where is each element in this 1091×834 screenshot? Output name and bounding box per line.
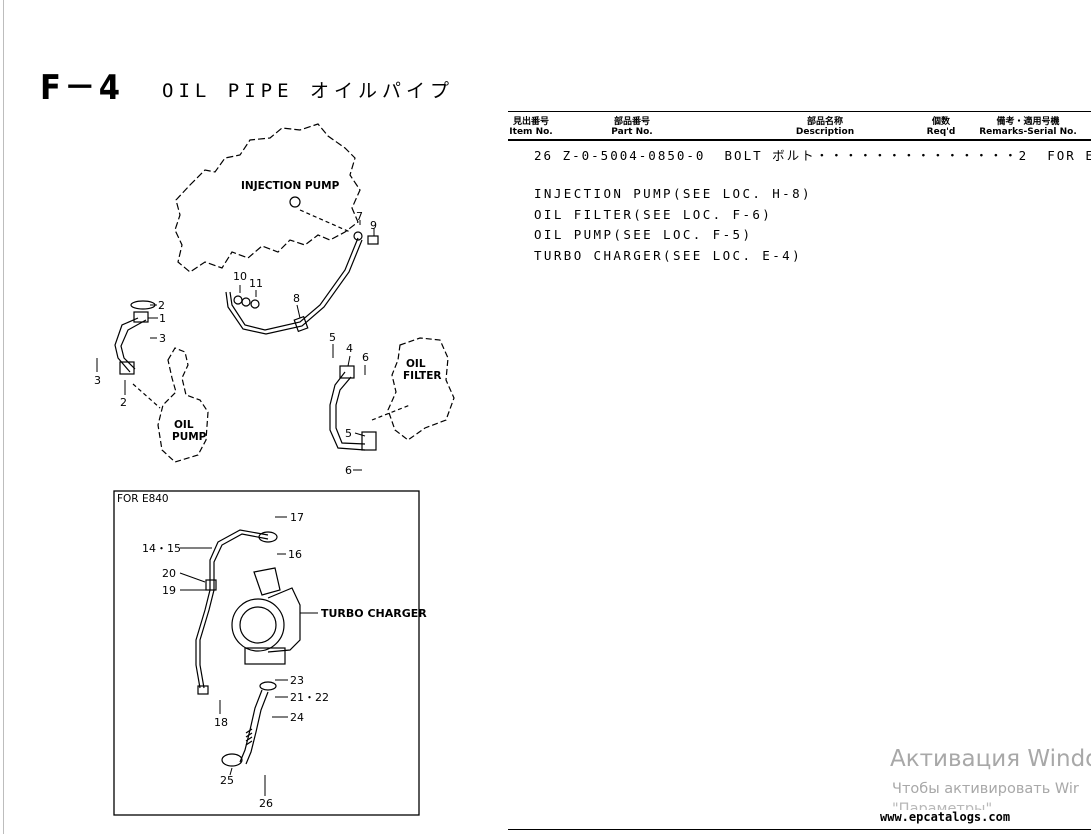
- callout-3a: 3: [159, 332, 166, 345]
- injection-pump-outline: [174, 123, 361, 273]
- callout-16: 16: [288, 548, 302, 561]
- activation-watermark-text: Чтобы активировать Wir: [892, 781, 1079, 797]
- callout-1: 1: [159, 312, 166, 325]
- page-code: F－4: [40, 68, 124, 108]
- oil-pump-outline: [157, 347, 209, 463]
- callout-4: 4: [346, 342, 353, 355]
- callout-25: 25: [220, 774, 234, 787]
- callout-19: 19: [162, 584, 176, 597]
- pipe-upper: [229, 237, 359, 331]
- callout-5b: 5: [345, 427, 352, 440]
- label-injection-pump: INJECTION PUMP: [241, 180, 340, 192]
- turbo-charger-housing: [231, 598, 285, 652]
- callout-2a: 2: [158, 299, 165, 312]
- oil-filter-outline: [387, 337, 455, 441]
- callout-5a: 5: [329, 331, 336, 344]
- pipe-oil-pump: [114, 317, 139, 373]
- note-oil-pump: OIL PUMP(SEE LOC. F-5): [534, 227, 753, 242]
- label-oil-filter-filter: FILTER: [403, 370, 441, 382]
- note-turbo-charger: TURBO CHARGER(SEE LOC. E-4): [534, 248, 802, 263]
- pipe-oil-filter: [329, 371, 366, 451]
- site-watermark: www.epcatalogs.com: [878, 810, 1013, 824]
- callout-23: 23: [290, 674, 304, 687]
- table-header-rule: [508, 139, 1091, 141]
- callout-20: 20: [162, 567, 176, 580]
- callout-14-15: 14・15: [142, 542, 181, 555]
- callout-17: 17: [290, 511, 304, 524]
- label-oil-pump-oil: OIL: [174, 419, 194, 431]
- activation-watermark-title: Активация Windo: [890, 746, 1091, 772]
- callout-18: 18: [214, 716, 228, 729]
- label-turbo-charger: TURBO CHARGER: [321, 607, 427, 620]
- for-e840-inset: [113, 490, 420, 816]
- callout-6a: 6: [362, 351, 369, 364]
- label-for-e840: FOR E840: [117, 493, 169, 505]
- callout-11: 11: [249, 277, 263, 290]
- oil-pipe-diagram: INJECTION PUMP OIL PUMP OIL FILTER 2 1 3…: [94, 123, 455, 816]
- callout-7: 7: [356, 210, 363, 223]
- table-top-rule: [508, 111, 1091, 112]
- callout-2b: 2: [120, 396, 127, 409]
- page-title: OIL PIPE オイルパイプ: [162, 80, 454, 102]
- note-oil-filter: OIL FILTER(SEE LOC. F-6): [534, 207, 773, 222]
- note-injection-pump: INJECTION PUMP(SEE LOC. H-8): [534, 186, 812, 201]
- callout-8: 8: [293, 292, 300, 305]
- callout-21-22: 21・22: [290, 691, 329, 704]
- table-bottom-rule: [508, 829, 1091, 830]
- page-edge-rule: [3, 0, 4, 834]
- label-oil-filter-oil: OIL: [406, 358, 426, 370]
- callout-9: 9: [370, 219, 377, 232]
- callout-26: 26: [259, 797, 273, 810]
- callout-3b: 3: [94, 374, 101, 387]
- label-oil-pump-pump: PUMP: [172, 431, 207, 443]
- callout-10: 10: [233, 270, 247, 283]
- callout-24: 24: [290, 711, 304, 724]
- table-row: 26 Z-0-5004-0850-0 BOLT ボルト・・・・・・・・・・・・・…: [534, 148, 1091, 163]
- callout-6b: 6: [345, 464, 352, 477]
